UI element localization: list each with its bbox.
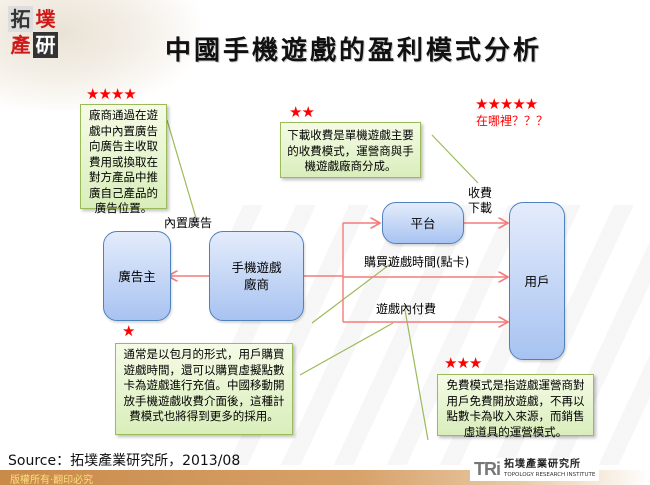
edge-label-buy-game-time: 購買遊戲時間(點卡)	[364, 255, 470, 269]
node-platform: 平台	[382, 202, 464, 244]
logo-char: 拓	[8, 6, 33, 32]
callout-in-game-ads: 廠商通過在遊戲中內置廣告向廣告主收取費用或換取在對方產品中推廣自己產品的廣告位置…	[80, 104, 167, 215]
leader-line-free	[404, 309, 429, 441]
edge-label-download-fee-2: 下載	[468, 201, 493, 215]
rating-stars-where: ★★★★★	[475, 95, 538, 113]
tri-footer-logo: TRi 拓墣產業研究所 TOPOLOGY RESEARCH INSTITUTE	[470, 458, 600, 481]
node-label: 手機遊戲 廠商	[231, 260, 282, 292]
node-label: 廣告主	[118, 268, 156, 284]
leader-line-time-2	[311, 261, 394, 324]
rating-stars-ads: ★★★★	[86, 85, 137, 103]
tri-corner-logo: 拓 墣 產 研	[8, 6, 58, 58]
logo-char: 研	[33, 32, 58, 58]
rating-stars-download: ★★	[289, 103, 315, 121]
rating-stars-time: ★	[122, 322, 135, 340]
tri-logo-english: TOPOLOGY RESEARCH INSTITUTE	[504, 471, 596, 478]
edge-label-in-game-payment: 遊戲內付費	[376, 302, 437, 316]
callout-free-model: 免費模式是指遊戲運營商對用戶免費開放遊戲，不再以點數卡為收入來源，而銷售虛道具的…	[437, 374, 594, 439]
logo-char: 產	[10, 33, 31, 57]
node-label: 平台	[410, 215, 436, 231]
tri-logo-chinese: 拓墣產業研究所	[504, 458, 581, 470]
node-advertiser: 廣告主	[103, 231, 171, 321]
edge-label-in-game-ads: 內置廣告	[164, 216, 213, 230]
node-game-developer: 手機遊戲 廠商	[209, 231, 304, 321]
edge-label-download-fee-1: 收費	[468, 186, 493, 200]
leader-line-ads	[166, 119, 197, 219]
rating-stars-free: ★★★	[444, 354, 482, 372]
node-label: 用戶	[524, 273, 550, 289]
slide-title: 中國手機遊戲的盈利模式分析	[165, 36, 543, 66]
leader-line-time	[299, 322, 394, 376]
source-citation: Source：拓墣產業研究所，2013/08	[8, 453, 241, 469]
callout-download-fee: 下載收費是單機遊戲主要的收費模式，運營商與手機遊戲廠商分成。	[280, 122, 421, 178]
tri-logo-mark: TRi	[474, 459, 501, 479]
leader-line-download	[431, 134, 479, 184]
question-note: 在哪裡？？？	[476, 114, 549, 128]
copyright-notice: 版權所有‧翻印必究	[10, 475, 94, 485]
logo-char: 墣	[35, 7, 56, 31]
callout-buy-game-time: 通常是以包月的形式，用戶購買遊戲時間，還可以購買虛擬點數卡為遊戲進行充值。中國移…	[115, 343, 293, 435]
node-user: 用戶	[509, 202, 565, 360]
